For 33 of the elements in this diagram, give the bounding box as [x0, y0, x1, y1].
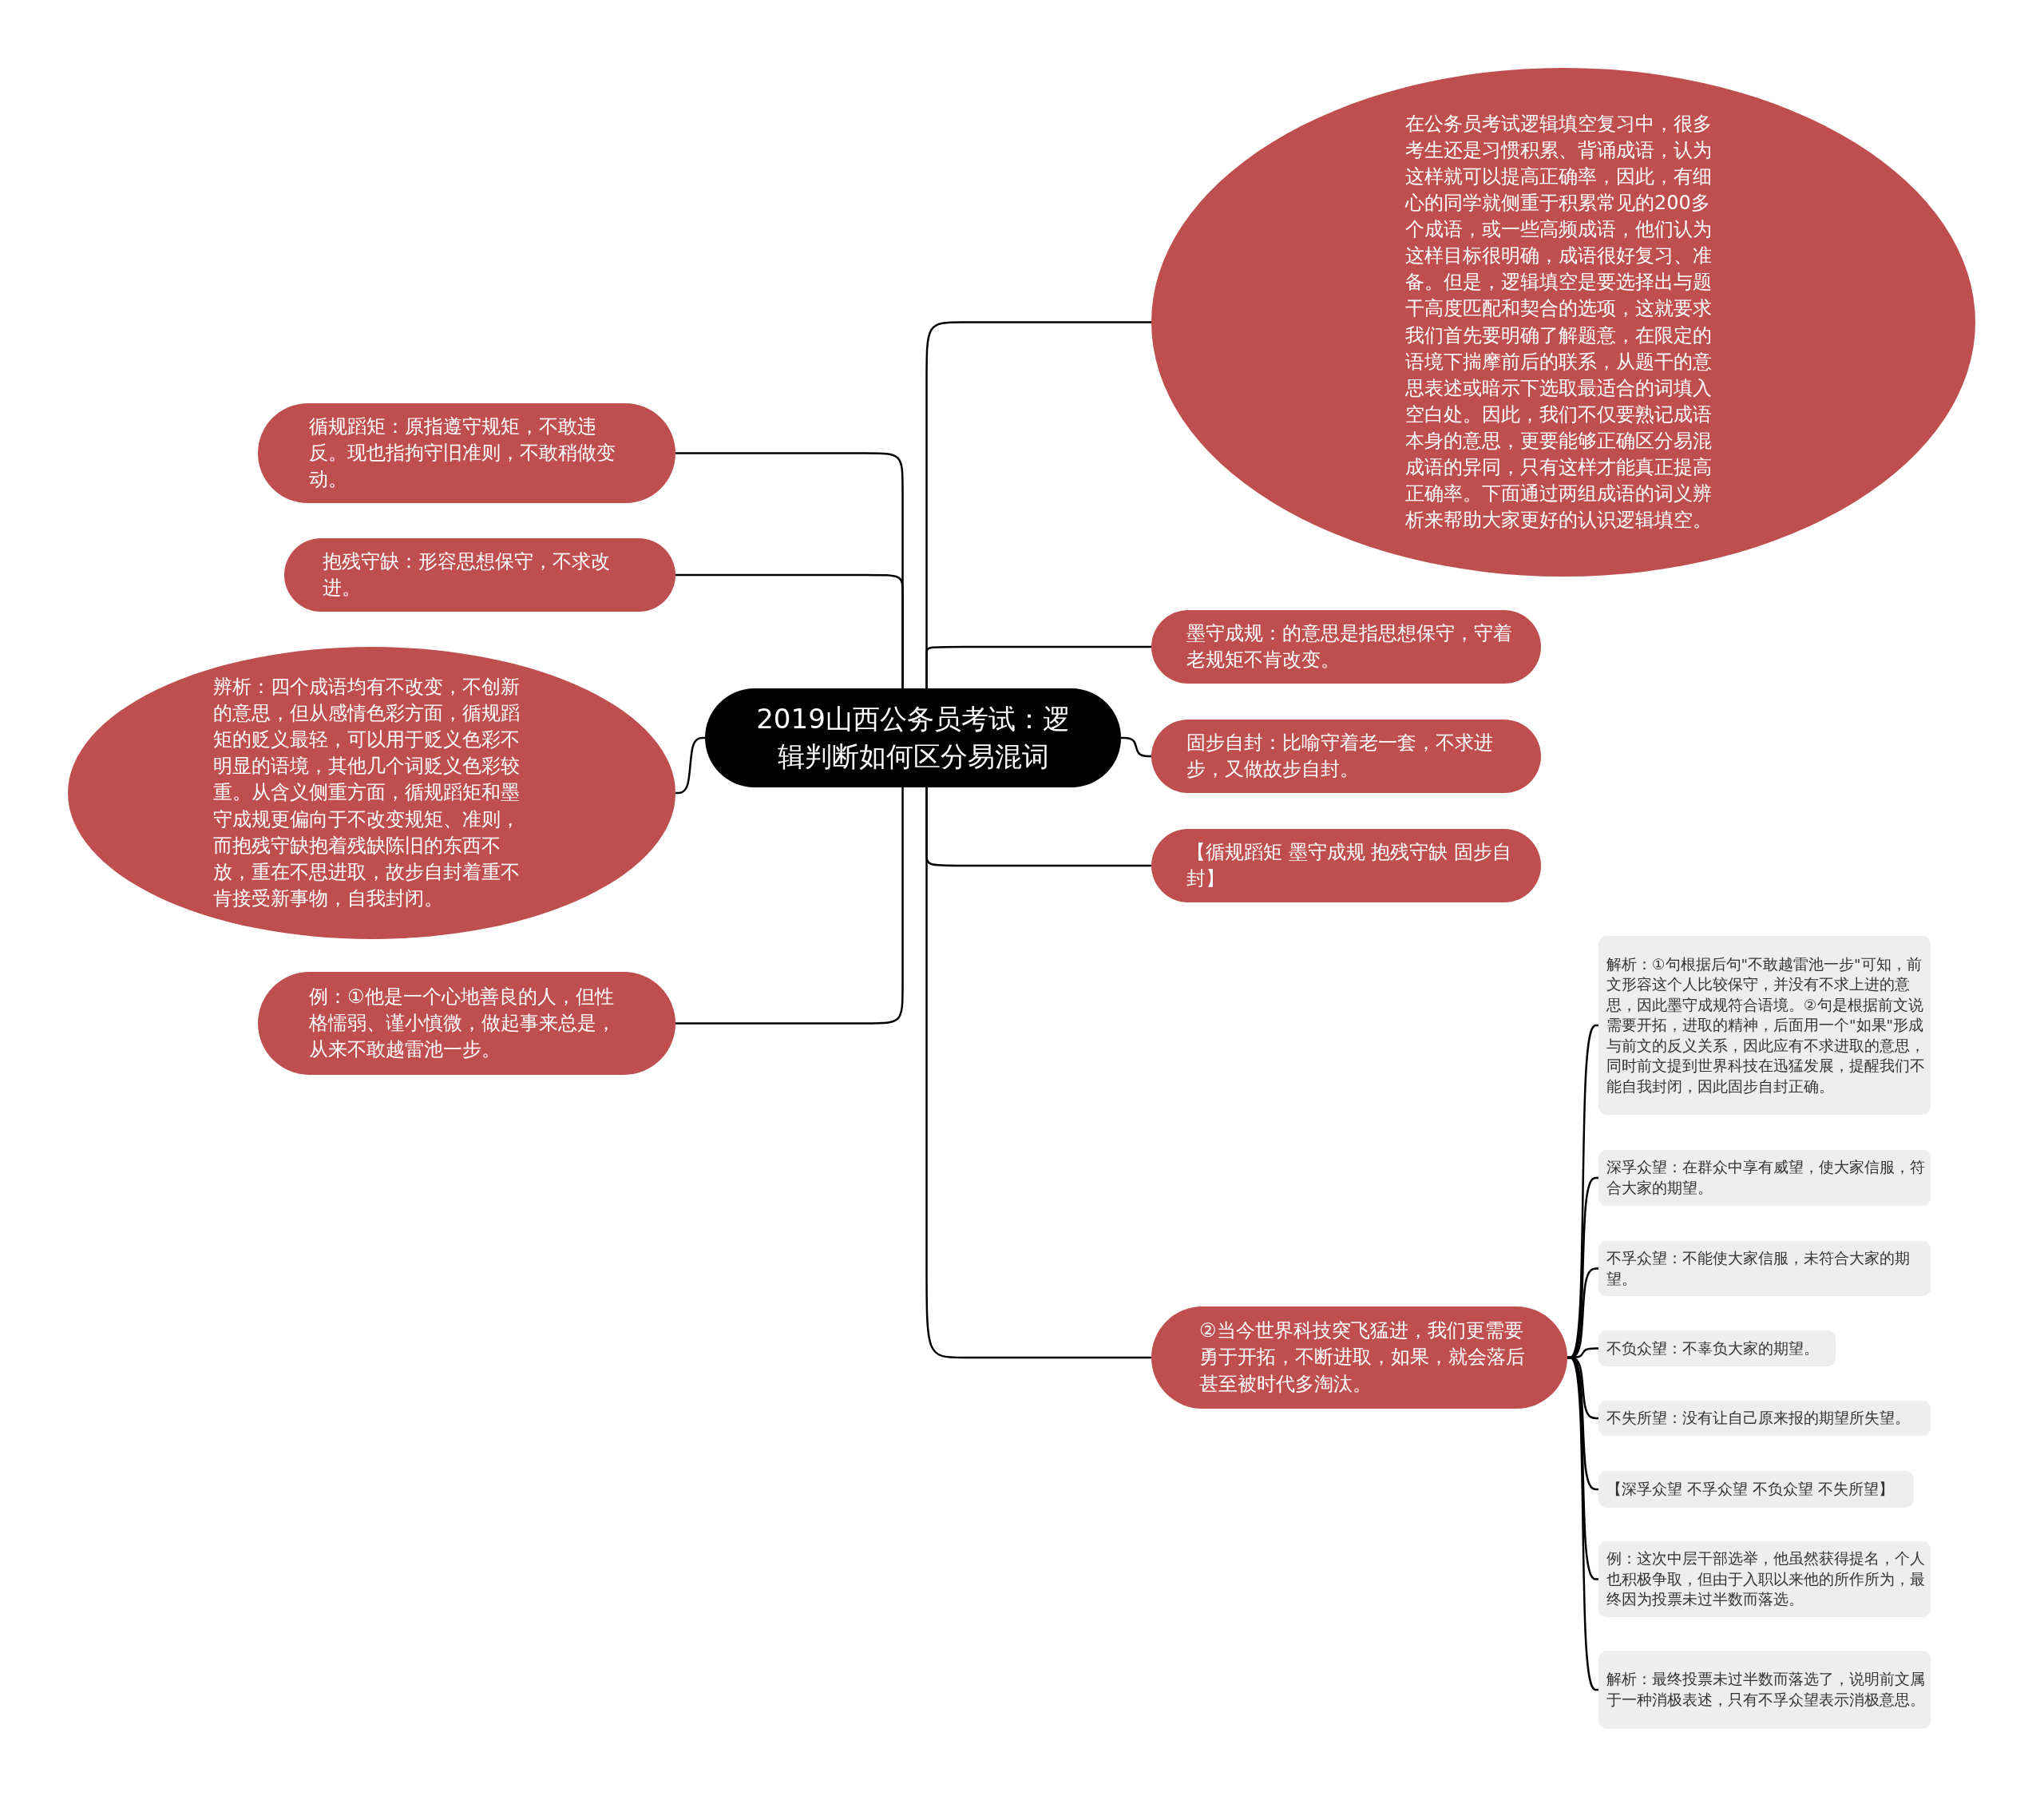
node-text: 【深孚众望 不孚众望 不负众望 不失所望】 [1606, 1480, 1895, 1500]
node-text: 辨析：四个成语均有不改变，不创新的意思，但从感情色彩方面，循规蹈矩的贬义最轻，可以用于贬义色彩不明显的语境，其他几个词贬义色彩较重。从含义侧重方面，循规蹈矩和墨守成规更偏向于不改变规矩、准则，而抱残守缺抱着残缺陈旧的东西不放，重在不思进取，故步自封着重不肯接受新事物，自我封闭。 [213, 675, 521, 911]
node-text: 【循规蹈矩 墨守成规 抱残守缺 固步自封】 [1186, 839, 1512, 891]
subtopic-card [1598, 1241, 1931, 1296]
connector [1121, 736, 1151, 758]
connector [925, 787, 1151, 1359]
node-text: 解析：最终投票未过半数而落选了，说明前文属于一种消极表述，只有不孚众望表示消极意思。 [1606, 1670, 1926, 1710]
node-text: 固步自封：比喻守着老一套，不求进步，又做故步自封。 [1186, 730, 1494, 782]
node-text: 解析：①句根据后句"不敢越雷池一步"可知，前文形容这个人比较保守，并没有不求上进的意思，因此墨守成规符合语境。②句是根据前文说需要开拓，进取的精神，后面用一个"如果"形成与前文的反义关系，因此应有不求进取的意思，同时前文提到世界科技在迅猛发展，提醒我们不能自我封闭，因此固步自封正确。 [1606, 954, 1926, 1096]
connector [1567, 1356, 1599, 1691]
connector [675, 573, 904, 688]
node-text: 深孚众望：在群众中享有威望，使大家信服，符合大家的期望。 [1606, 1158, 1926, 1198]
connector [675, 736, 705, 795]
subtopic-card [1598, 1471, 1914, 1508]
node-text: 例：①他是一个心地善良的人，但性格懦弱、谨小慎微，做起事来总是，从来不敢越雷池一步。 [309, 984, 616, 1063]
subtopic-card [1598, 1541, 1931, 1617]
node-text: 不失所望：没有让自己原来报的期望所失望。 [1606, 1409, 1911, 1429]
connector [675, 787, 904, 1025]
node-text: 例：这次中层干部选举，他虽然获得提名，个人也积极争取，但由于入职以来他的所作所为，最终因为投票未过半数而落选。 [1606, 1549, 1926, 1610]
node-text: 抱残守缺：形容思想保守，不求改进。 [323, 549, 611, 601]
node-text: 不负众望：不辜负大家的期望。 [1606, 1338, 1820, 1358]
node-text: 不孚众望：不能使大家信服，未符合大家的期望。 [1606, 1249, 1911, 1289]
subtopic-card [1598, 1150, 1931, 1206]
node-text: 墨守成规：的意思是指思想保守，守着老规矩不肯改变。 [1186, 620, 1513, 672]
title-text: 2019山西公务员考试：逻辑判断如何区分易混词 [755, 702, 1071, 774]
subtopic-card [1598, 1330, 1836, 1366]
subtopic-card [1598, 1651, 1931, 1729]
node-text: 在公务员考试逻辑填空复习中，很多考生还是习惯积累、背诵成语，认为这样就可以提高正确率，因此，有细心的同学就侧重于积累常见的200多个成语，或一些高频成语，他们认为这样目标很明确，成语很好复习、准备。但是，逻辑填空是要选择出与题干高度匹配和契合的选项，这就要求我们首先要明确了解题意，在限定的语境下揣摩前后的联系，从题干的意思表述或暗示下选取最适合的词填入空白处。因此，我们不仅要熟记成语本身的意思，更要能够正确区分易混成语的异同，只有这样才能真正提高正确率。下面通过两组成语的词义辨析来帮助大家更好的认识逻辑填空。 [1405, 111, 1713, 533]
node-text: 循规蹈矩：原指遵守规矩，不敢违反。现也指拘守旧准则，不敢稍做变动。 [309, 414, 616, 493]
connector [925, 645, 1151, 688]
node-text: ②当今世界科技突飞猛进，我们更需要勇于开拓，不断进取，如果，就会落后甚至被时代多淘汰。 [1199, 1318, 1526, 1397]
subtopic-card [1598, 1401, 1931, 1436]
subtopic-card [1598, 936, 1931, 1115]
